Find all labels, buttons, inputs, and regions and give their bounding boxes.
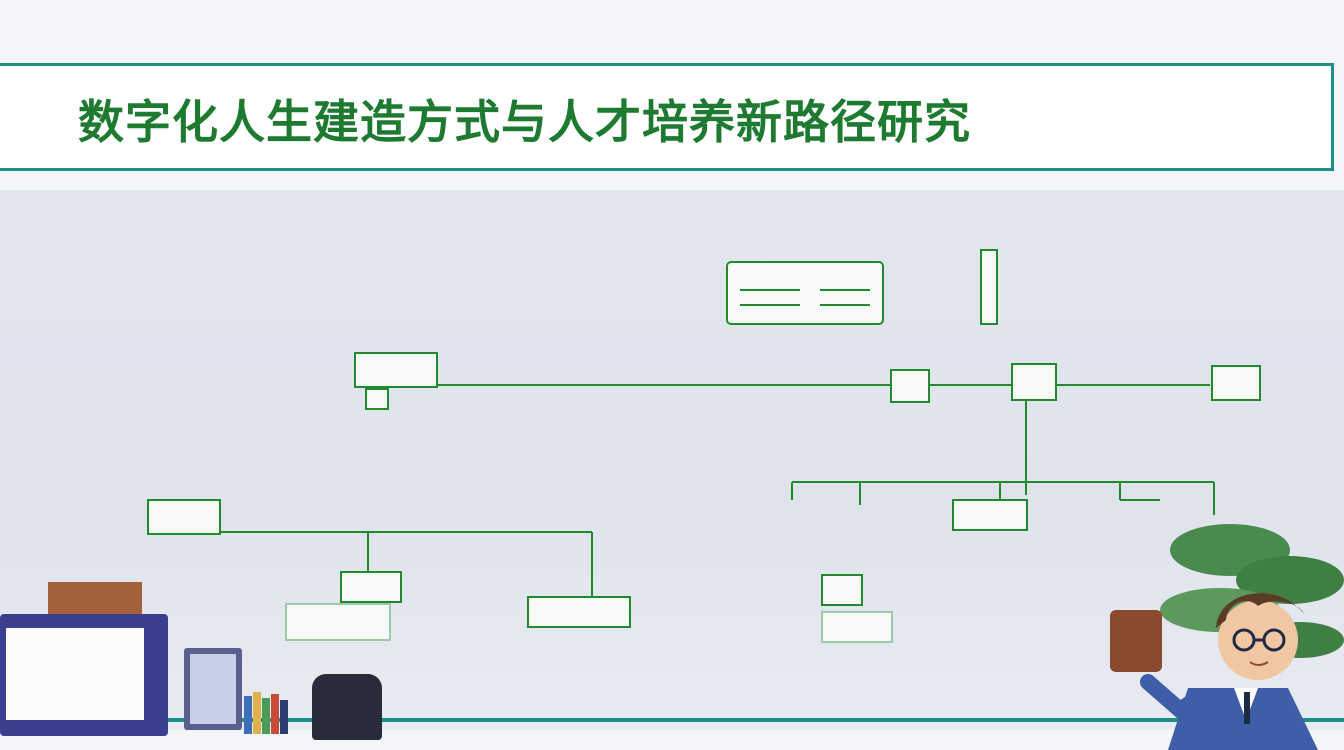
document-icon bbox=[726, 261, 884, 325]
title-banner: 数字化人生建造方式与人才培养新路径研究 bbox=[0, 63, 1334, 171]
flow-node-icon bbox=[285, 603, 391, 641]
tablet-screen bbox=[190, 654, 236, 724]
books-icon bbox=[244, 692, 288, 734]
flow-node-icon bbox=[821, 574, 863, 606]
plant-icon bbox=[1160, 524, 1344, 658]
tag-icon bbox=[980, 249, 998, 325]
flow-node-icon bbox=[527, 596, 631, 628]
tablet-icon bbox=[184, 648, 242, 730]
box-icon bbox=[48, 582, 142, 618]
flow-node-icon bbox=[340, 571, 402, 603]
flow-node-icon bbox=[354, 352, 438, 388]
flow-node-icon bbox=[147, 499, 221, 535]
page-title: 数字化人生建造方式与人才培养新路径研究 bbox=[78, 95, 971, 149]
flow-node-icon bbox=[1011, 363, 1057, 401]
flow-node-icon bbox=[821, 611, 893, 643]
flow-node-icon bbox=[952, 499, 1028, 531]
flow-node-icon bbox=[890, 369, 930, 403]
flow-node-icon bbox=[1211, 365, 1261, 401]
person-icon bbox=[1110, 593, 1318, 750]
floor-line bbox=[0, 718, 1344, 722]
monitor-icon bbox=[0, 614, 168, 736]
monitor-screen bbox=[6, 628, 144, 720]
chair-icon bbox=[312, 674, 382, 740]
